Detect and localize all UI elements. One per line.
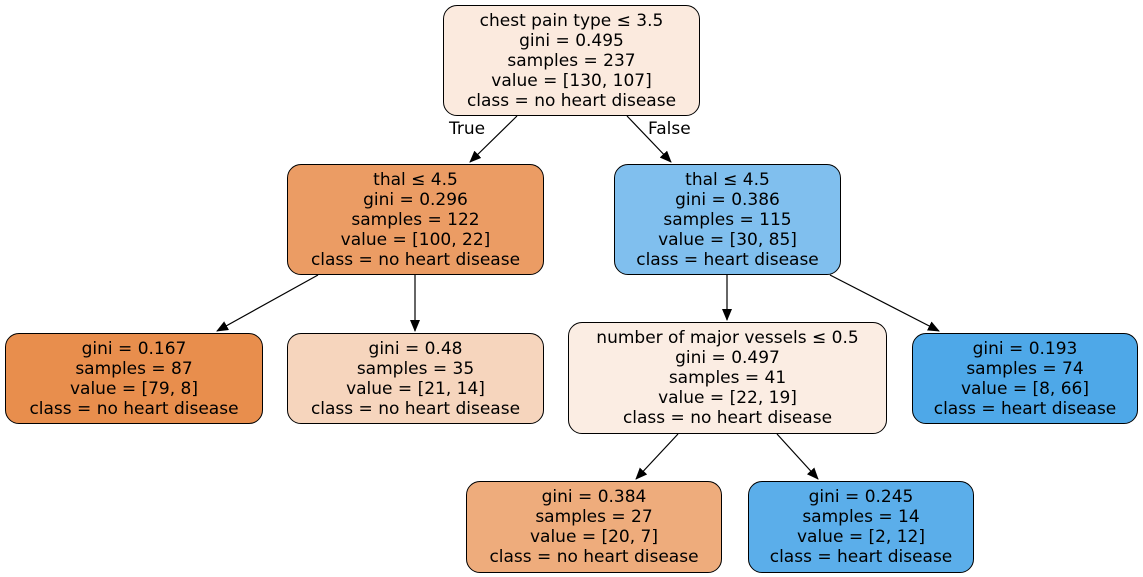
- node-value: value = [21, 14]: [346, 378, 485, 399]
- node-gini: gini = 0.48: [368, 338, 463, 359]
- tree-leaf-74: gini = 0.193 samples = 74 value = [8, 66…: [912, 333, 1138, 424]
- node-gini: gini = 0.386: [675, 189, 780, 210]
- node-value: value = [8, 66]: [960, 378, 1089, 399]
- node-gini: gini = 0.296: [363, 189, 468, 210]
- node-class: class = heart disease: [769, 547, 953, 567]
- tree-node-thal-right: thal ≤ 4.5 gini = 0.386 samples = 115 va…: [614, 164, 841, 275]
- tree-leaf-87: gini = 0.167 samples = 87 value = [79, 8…: [5, 333, 263, 424]
- node-value: value = [2, 12]: [796, 527, 925, 547]
- node-samples: samples = 41: [668, 368, 787, 388]
- node-value: value = [79, 8]: [69, 378, 198, 399]
- tree-leaf-14: gini = 0.245 samples = 14 value = [2, 12…: [748, 481, 974, 573]
- node-samples: samples = 74: [966, 358, 1084, 379]
- tree-node-vessels: number of major vessels ≤ 0.5 gini = 0.4…: [568, 322, 887, 434]
- node-value: value = [100, 22]: [340, 229, 491, 250]
- node-class: class = no heart disease: [466, 90, 677, 111]
- node-class: class = heart disease: [933, 398, 1117, 419]
- node-samples: samples = 122: [351, 209, 480, 230]
- node-class: class = no heart disease: [310, 398, 521, 419]
- node-value: value = [30, 85]: [658, 229, 797, 250]
- node-samples: samples = 115: [663, 209, 792, 230]
- edge-root-to-thal-left: [469, 115, 518, 163]
- node-value: value = [22, 19]: [658, 388, 797, 408]
- node-class: class = no heart disease: [622, 408, 833, 428]
- node-samples: samples = 87: [75, 358, 193, 379]
- node-class: class = no heart disease: [489, 547, 699, 567]
- node-samples: samples = 14: [802, 507, 920, 527]
- tree-leaf-35: gini = 0.48 samples = 35 value = [21, 14…: [287, 333, 544, 424]
- tree-node-root: chest pain type ≤ 3.5 gini = 0.495 sampl…: [443, 5, 700, 116]
- edge-thal-right-to-leaf-74: [829, 274, 940, 332]
- node-value: value = [20, 7]: [529, 527, 658, 547]
- node-gini: gini = 0.193: [972, 338, 1078, 359]
- node-gini: gini = 0.497: [675, 348, 780, 368]
- node-condition: thal ≤ 4.5: [685, 169, 770, 190]
- node-samples: samples = 27: [535, 507, 653, 527]
- node-gini: gini = 0.245: [808, 487, 914, 507]
- node-gini: gini = 0.384: [541, 487, 647, 507]
- edge-root-to-thal-right: [626, 115, 672, 163]
- edge-vessels-to-leaf-27: [635, 433, 679, 480]
- node-samples: samples = 237: [507, 50, 636, 71]
- node-samples: samples = 35: [356, 358, 475, 379]
- node-condition: chest pain type ≤ 3.5: [479, 10, 664, 31]
- tree-node-thal-left: thal ≤ 4.5 gini = 0.296 samples = 122 va…: [287, 164, 544, 275]
- node-gini: gini = 0.167: [81, 338, 187, 359]
- node-gini: gini = 0.495: [519, 30, 624, 51]
- node-value: value = [130, 107]: [491, 70, 652, 91]
- node-class: class = heart disease: [636, 249, 819, 270]
- node-condition: thal ≤ 4.5: [373, 169, 458, 190]
- edge-thal-left-to-leaf-87: [216, 274, 319, 332]
- edge-vessels-to-leaf-14: [776, 433, 819, 480]
- node-condition: number of major vessels ≤ 0.5: [596, 328, 859, 348]
- edge-label-true: True: [449, 119, 486, 139]
- tree-leaf-27: gini = 0.384 samples = 27 value = [20, 7…: [466, 481, 722, 573]
- edge-label-false: False: [648, 119, 691, 139]
- node-class: class = no heart disease: [29, 398, 239, 419]
- node-class: class = no heart disease: [310, 249, 521, 270]
